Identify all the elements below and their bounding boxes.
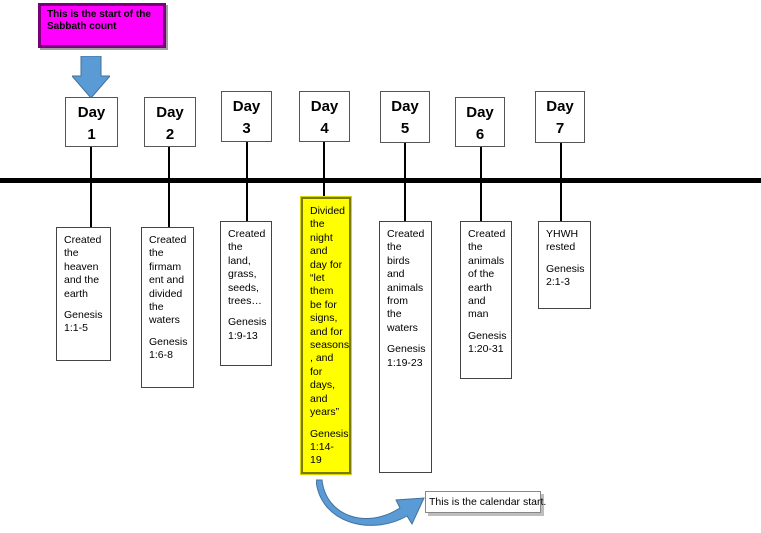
day-1-header: Day 1 <box>65 97 118 147</box>
day-3-reference: Genesis 1:9-13 <box>228 316 267 342</box>
day-1-reference: Genesis 1:1-5 <box>64 309 103 335</box>
day-number: 1 <box>87 126 96 143</box>
day-number: 5 <box>400 120 410 137</box>
day-5-header: Day 5 <box>380 91 430 143</box>
day-2-text: Created the firmam ent and divided the w… <box>149 234 187 327</box>
day-label: Day <box>546 98 574 115</box>
day-label: Day <box>310 98 339 115</box>
day-6-reference: Genesis 1:20-31 <box>468 329 507 356</box>
day-2-header: Day 2 <box>144 97 196 147</box>
connector-day-5 <box>404 143 406 221</box>
day-4-description: Divided the night and day for “let them … <box>301 197 351 474</box>
day-label: Day <box>466 104 494 121</box>
day-1-text: Created the heaven and the earth <box>64 234 102 300</box>
day-5-reference: Genesis 1:19-23 <box>387 343 426 369</box>
curved-arrow-icon <box>316 479 425 526</box>
connector-day-4 <box>323 142 325 198</box>
sabbath-start-text: This is the start of the Sabbath count <box>47 9 151 32</box>
day-7-text: YHWH rested <box>546 228 579 254</box>
day-6-text: Created the animals of the earth and man <box>468 228 506 321</box>
connector-day-7 <box>560 143 562 221</box>
day-6-header: Day 6 <box>455 97 505 147</box>
day-4-reference: Genesis 1:14-19 <box>310 427 349 467</box>
day-number: 2 <box>165 126 175 143</box>
day-4-header: Day 4 <box>299 91 350 142</box>
connector-day-1 <box>90 147 92 227</box>
day-1-description: Created the heaven and the earth Genesis… <box>56 227 111 361</box>
connector-day-6 <box>480 147 482 221</box>
day-5-description: Created the birds and animals from the w… <box>379 221 432 473</box>
day-4-text: Divided the night and day for “let them … <box>310 205 350 419</box>
day-number: 3 <box>242 120 251 137</box>
connector-day-3 <box>246 142 248 221</box>
day-7-header: Day 7 <box>535 91 585 143</box>
day-2-reference: Genesis 1:6-8 <box>149 335 188 362</box>
day-label: Day <box>156 104 184 121</box>
calendar-start-note: This is the calendar start. <box>425 491 546 513</box>
day-7-reference: Genesis 2:1-3 <box>546 262 585 289</box>
day-3-header: Day 3 <box>221 91 272 142</box>
day-3-text: Created the land, grass, seeds, trees… <box>228 228 266 308</box>
arrow-down-icon <box>72 56 110 98</box>
day-2-description: Created the firmam ent and divided the w… <box>141 227 194 388</box>
day-label: Day <box>232 98 261 115</box>
day-number: 7 <box>555 120 565 137</box>
day-6-description: Created the animals of the earth and man… <box>460 221 512 379</box>
day-label: Day <box>391 98 419 115</box>
day-label: Day <box>77 104 106 121</box>
sabbath-start-callout: This is the start of the Sabbath count <box>38 3 166 48</box>
timeline-line <box>0 178 761 183</box>
connector-day-2 <box>168 147 170 227</box>
day-number: 6 <box>475 126 485 143</box>
day-3-description: Created the land, grass, seeds, trees… G… <box>220 221 272 366</box>
day-number: 4 <box>320 120 329 137</box>
day-7-description: YHWH rested Genesis 2:1-3 <box>538 221 591 309</box>
day-5-text: Created the birds and animals from the w… <box>387 228 425 334</box>
calendar-start-text: This is the calendar start. <box>429 496 547 508</box>
